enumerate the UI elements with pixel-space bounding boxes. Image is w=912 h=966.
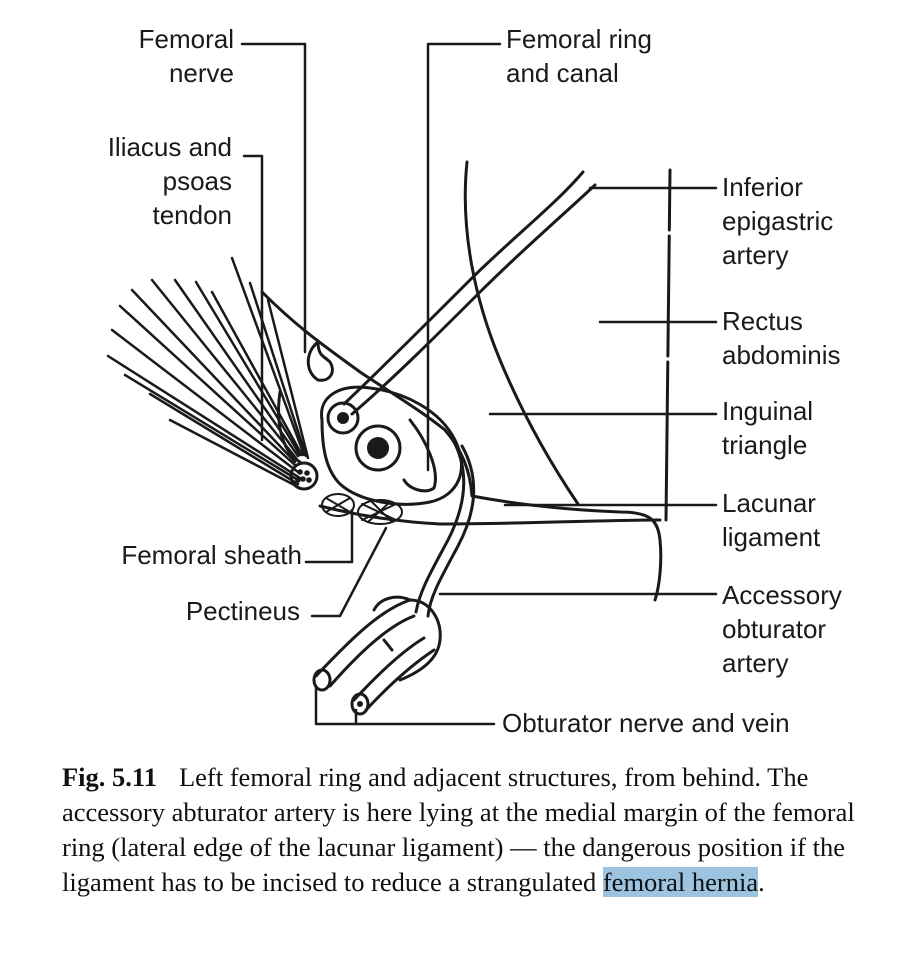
label-iliacus-psoas: Iliacus and psoas tendon [107,132,232,230]
label-femoral-ring-canal: Femoral ring and canal [506,24,652,88]
figure-number: Fig. 5.11 [62,762,157,792]
caption-end: . [758,867,765,897]
iliacus-inner-boundary [277,390,302,464]
femoral-ring [402,418,437,493]
label-accessory-obturator: Accessory obturator artery [722,580,842,678]
label-femoral-sheath: Femoral sheath [121,540,302,570]
rectus-midline [664,168,672,522]
psoas-tendon [289,461,319,491]
femoral-nerve-shape [306,340,334,382]
iliac-fascia [260,290,447,432]
obturator-nerve-vein [312,595,442,716]
label-lacunar-ligament: Lacunar ligament [722,488,821,552]
label-inferior-epigastric: Inferior epigastric artery [722,172,834,270]
label-obturator-nerve-vein: Obturator nerve and vein [502,708,790,738]
femoral-vein [354,424,402,472]
label-rectus-abdominis: Rectus abdominis [722,306,841,370]
label-inguinal-triangle: Inguinal triangle [722,396,814,460]
label-femoral-nerve: Femoral nerve [138,24,234,88]
caption-highlighted-text[interactable]: femoral hernia [602,867,759,897]
caption-text: Left femoral ring and adjacent structure… [62,762,855,897]
accessory-obturator-artery [414,436,466,614]
pectineus-shape [321,493,403,525]
lacunar-ligament [443,428,663,602]
iliacus-psoas-fibres [106,256,310,490]
rectus-lateral-border [463,160,580,506]
femoral-sheath-outline [320,385,464,506]
inferior-epigastric-artery [342,170,585,406]
label-pectineus: Pectineus [185,596,300,626]
leader-lines [240,42,718,726]
